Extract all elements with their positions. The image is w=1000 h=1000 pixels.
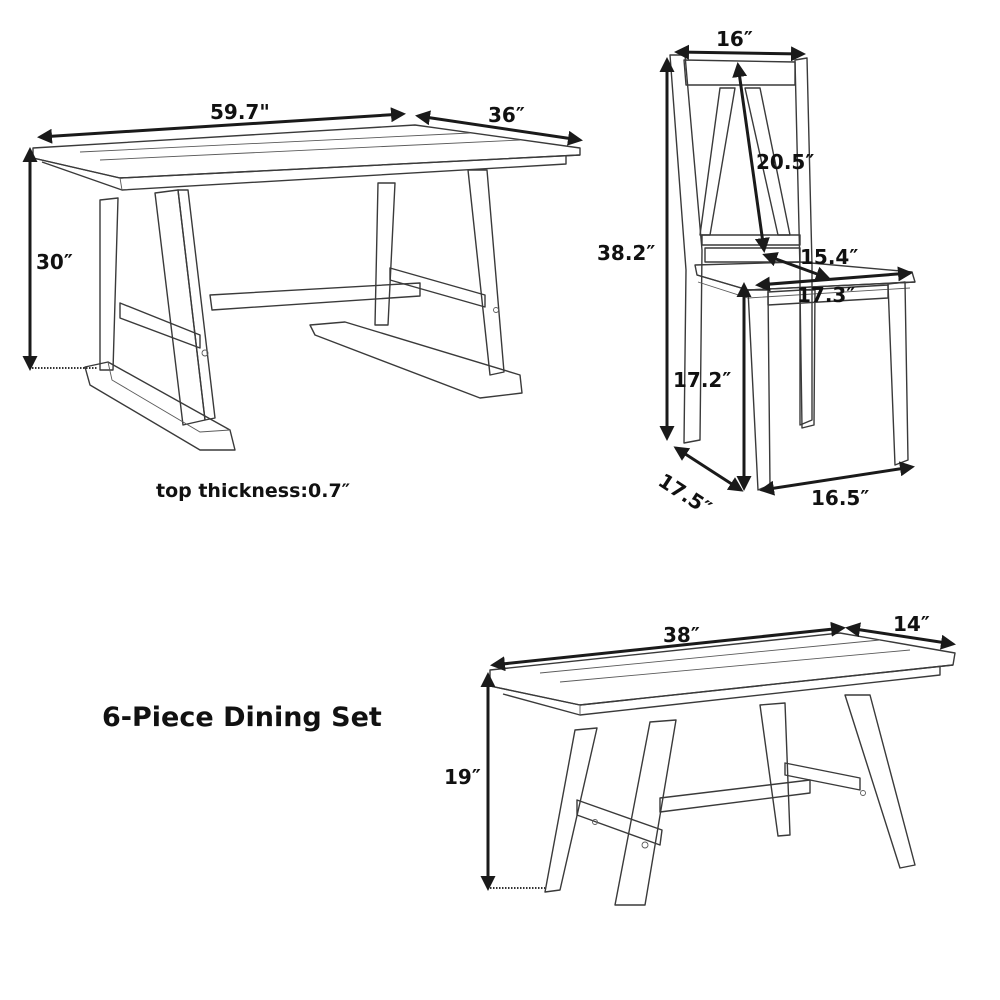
chair-total-height-label: 38.2″ bbox=[597, 241, 656, 265]
table-length-label: 59.7" bbox=[210, 100, 270, 124]
chair-seat-depth-label: 15.4″ bbox=[800, 245, 859, 269]
chair-base-width-label: 16.5″ bbox=[811, 486, 870, 510]
table-height-label: 30″ bbox=[36, 250, 73, 274]
chair-drawing bbox=[659, 44, 916, 496]
page-title: 6-Piece Dining Set bbox=[102, 702, 382, 733]
chair-back-height-label: 20.5″ bbox=[756, 150, 815, 174]
bench-width-label: 14″ bbox=[893, 612, 930, 636]
bench-length-label: 38″ bbox=[663, 623, 700, 647]
table-top-thickness-note: top thickness:0.7″ bbox=[156, 480, 351, 502]
chair-back-width-label: 16″ bbox=[716, 27, 753, 51]
bench-drawing bbox=[480, 621, 956, 906]
table-drawing bbox=[22, 107, 583, 451]
bench-height-label: 19″ bbox=[444, 765, 481, 789]
chair-seat-height-label: 17.2″ bbox=[673, 368, 732, 392]
chair-seat-width-label: 17.3″ bbox=[797, 283, 856, 307]
table-width-label: 36″ bbox=[488, 103, 525, 127]
